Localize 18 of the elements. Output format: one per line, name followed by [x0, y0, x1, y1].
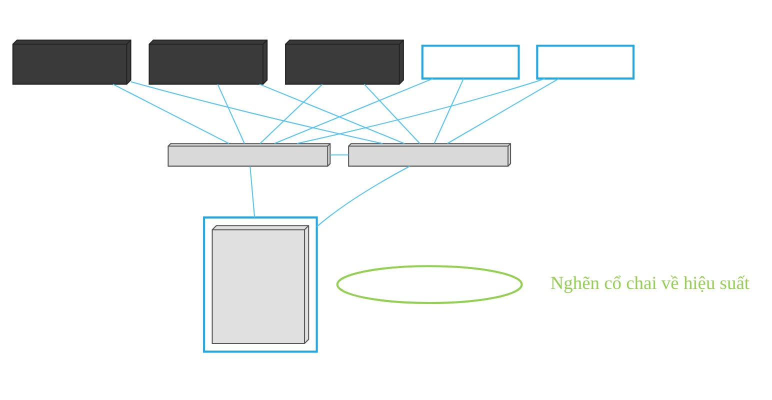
connector [217, 84, 245, 144]
connector [296, 78, 545, 144]
connector [316, 166, 410, 228]
connector [112, 84, 230, 144]
connector [447, 78, 560, 144]
node-box [536, 44, 635, 80]
connector [364, 84, 420, 144]
connector [330, 154, 348, 156]
connector [250, 166, 256, 218]
connector [260, 84, 323, 144]
connector [274, 78, 434, 144]
node-ellipse [336, 265, 523, 304]
connector [259, 84, 405, 144]
connector [130, 81, 383, 144]
cluster [203, 216, 318, 353]
connector [434, 78, 464, 144]
node-label: Nghẽn cổ chai về hiệu suất [550, 273, 750, 294]
node-box [421, 44, 520, 80]
